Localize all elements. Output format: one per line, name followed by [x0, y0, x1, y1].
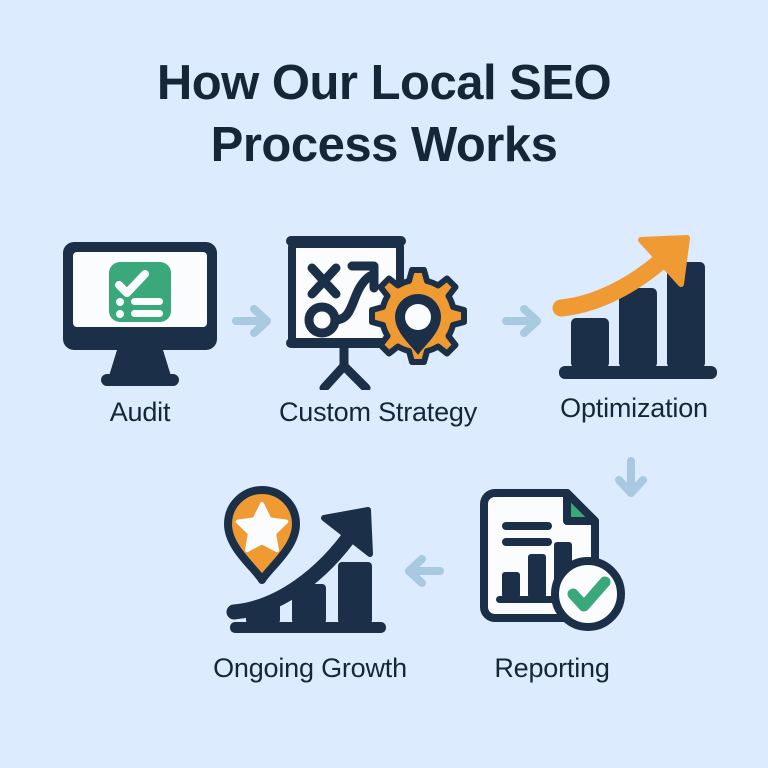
growth-bar-chart-arrow-icon — [552, 235, 717, 379]
arrow-audit-to-strategy-icon — [232, 305, 271, 337]
step-reporting[interactable]: Reporting — [440, 486, 664, 684]
step-reporting-label: Reporting — [494, 653, 610, 683]
step-custom-strategy-label: Custom Strategy — [278, 397, 478, 427]
step-audit[interactable]: Audit — [34, 238, 246, 428]
arrow-reporting-to-growth-icon — [405, 555, 444, 587]
step-audit-label: Audit — [109, 397, 171, 427]
arrow-optimization-to-reporting-icon — [615, 457, 647, 497]
title-line-2: Process Works — [210, 118, 558, 172]
page-title: How Our Local SEO Process Works — [0, 52, 768, 176]
desktop-monitor-checklist-icon — [63, 242, 217, 386]
arrow-strategy-to-optimization-icon — [502, 305, 541, 337]
step-ongoing-growth[interactable]: Ongoing Growth — [180, 484, 440, 684]
map-pin-star-growth-chart-icon — [224, 486, 386, 633]
step-custom-strategy[interactable]: Custom Strategy — [258, 232, 498, 428]
step-optimization[interactable]: Optimization — [528, 234, 740, 424]
document-report-check-icon — [480, 489, 625, 631]
step-ongoing-growth-label: Ongoing Growth — [213, 653, 407, 683]
title-line-1: How Our Local SEO — [156, 56, 612, 110]
flipchart-strategy-gear-pin-icon — [286, 236, 467, 390]
step-optimization-label: Optimization — [560, 393, 708, 423]
